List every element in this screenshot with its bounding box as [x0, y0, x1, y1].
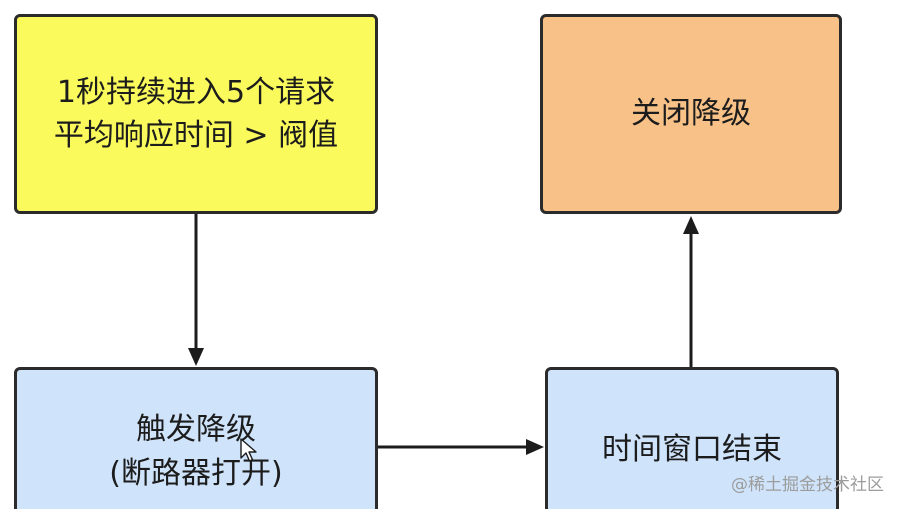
node-trigger-condition-line2: 平均响应时间 > 阀值 — [53, 118, 339, 153]
node-degrade-triggered-line1: 触发降级 — [135, 412, 256, 447]
arrow-degrade-to-window-end — [378, 439, 544, 455]
node-degrade-closed: 关闭降级 — [540, 14, 842, 214]
node-trigger-condition-line1: 1秒持续进入5个请求 — [56, 74, 336, 110]
node-window-end-label: 时间窗口结束 — [602, 432, 782, 467]
mouse-cursor-icon — [240, 438, 257, 462]
node-degrade-triggered: 触发降级 (断路器打开) — [14, 367, 378, 509]
node-trigger-condition: 1秒持续进入5个请求 平均响应时间 > 阀值 — [14, 14, 378, 214]
node-degrade-triggered-line2: (断路器打开) — [109, 455, 283, 491]
arrow-window-end-to-closed — [683, 216, 699, 367]
arrow-trigger-to-degrade — [188, 214, 204, 366]
node-degrade-closed-label: 关闭降级 — [631, 96, 751, 132]
node-window-end: 时间窗口结束 — [545, 367, 839, 509]
watermark: @稀土掘金技术社区 — [731, 475, 884, 495]
